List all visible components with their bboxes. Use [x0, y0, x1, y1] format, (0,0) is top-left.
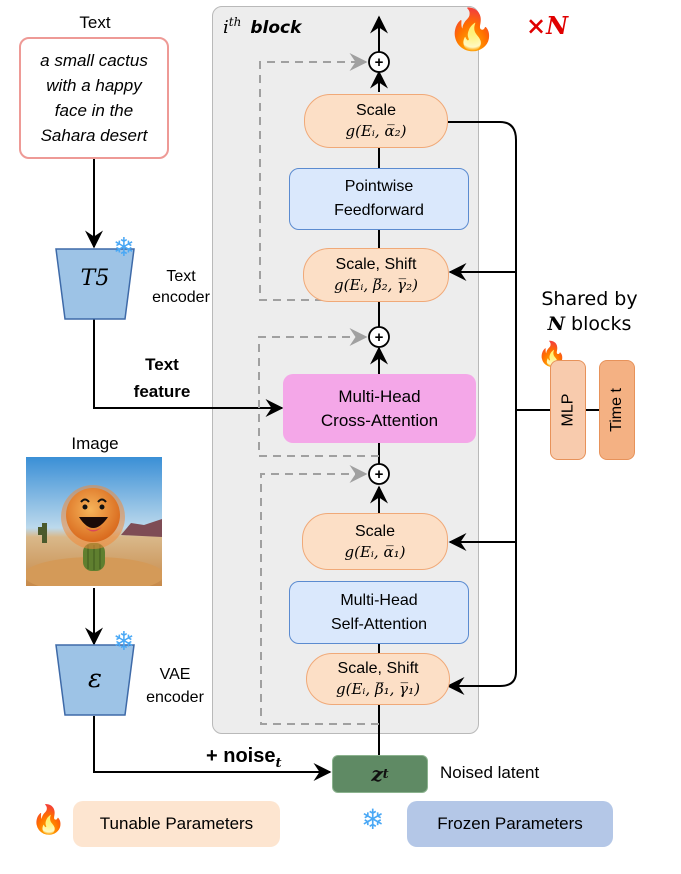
latent-sub: t	[382, 766, 389, 782]
block-repeat-label: ×N	[526, 11, 569, 40]
cross-attention-layer: Multi-Head Cross-Attention	[283, 374, 476, 443]
text-feature-line2: feature	[133, 382, 191, 401]
cross-attention-line2: Cross-Attention	[320, 410, 439, 430]
text-input-label: Text	[79, 13, 111, 32]
add-symbol: +	[375, 54, 384, 71]
noised-latent-caption: Noised latent	[440, 763, 540, 782]
legend-frozen-label: Frozen Parameters	[437, 814, 583, 833]
scale-2-title: Scale	[355, 102, 397, 119]
text-encoder-label-line2: encoder	[152, 289, 210, 306]
add-node-3	[368, 51, 390, 73]
scale-shift-1-formula: g(Eᵢ, β̅₁, γ̅₁)	[335, 680, 420, 698]
arrow-text-feature-to-cross-attn	[93, 312, 284, 417]
shared-label-line2: N blocks	[532, 312, 647, 337]
add-node-2	[368, 326, 390, 348]
scale-2-layer: Scale g(Eᵢ, α̅₂)	[304, 94, 448, 148]
conditioning-bus	[431, 113, 517, 695]
legend-tunable-label: Tunable Parameters	[99, 814, 254, 833]
latent-symbol: z	[371, 762, 383, 786]
t5-encoder-shape	[55, 248, 135, 320]
vae-encoder-shape	[55, 644, 135, 716]
vae-encoder-label-line2: encoder	[146, 689, 204, 706]
prompt-text: a small cactus with a happy face in the …	[40, 51, 148, 145]
self-attention-line1: Multi-Head	[340, 591, 418, 609]
shared-n: N	[547, 313, 565, 335]
prompt-text-box: a small cactus with a happy face in the …	[19, 37, 169, 159]
fire-icon: 🔥	[447, 8, 497, 52]
block-title-word: block	[250, 18, 302, 38]
self-attention-layer: Multi-Head Self-Attention	[289, 581, 469, 644]
image-input-label: Image	[71, 434, 119, 453]
text-feature-line1: Text	[145, 355, 179, 374]
block-title-sup: th	[228, 15, 242, 29]
shared-label-line1: Shared by	[541, 288, 638, 310]
residual-path-2	[258, 328, 379, 457]
text-feature-label: Text feature	[112, 351, 212, 405]
scale-shift-2-formula: g(Eᵢ, β̅₂, γ̅₂)	[333, 276, 418, 294]
cross-attention-line1: Multi-Head	[338, 386, 421, 406]
vae-encoder-label-line1: VAE	[159, 666, 191, 683]
arrow-vae-to-latent	[93, 716, 332, 781]
snowflake-icon: ❄	[113, 626, 135, 656]
scale-2-formula: g(Eᵢ, α̅₂)	[345, 122, 407, 140]
scale-shift-2-title: Scale, Shift	[335, 256, 417, 273]
scale-shift-1-title: Scale, Shift	[337, 660, 419, 677]
text-encoder-label-line1: Text	[166, 268, 196, 285]
self-attention-line2: Self-Attention	[330, 615, 428, 633]
vae-encoder-label: VAE encoder	[140, 663, 210, 709]
noise-sub: t	[275, 756, 282, 771]
block-title: ith block	[223, 15, 301, 39]
scale-shift-1-layer: Scale, Shift g(Eᵢ, β̅₁, γ̅₁)	[306, 653, 450, 705]
add-node-1	[368, 463, 390, 485]
scale-shift-2-layer: Scale, Shift g(Eᵢ, β̅₂, γ̅₂)	[303, 248, 449, 302]
mlp-label: MLP	[559, 393, 576, 427]
time-label: Time t	[608, 388, 626, 432]
shared-label: Shared by N blocks	[532, 287, 647, 337]
residual-path-1	[260, 465, 379, 725]
t5-symbol: T5	[80, 266, 110, 291]
text-encoder-label: Text encoder	[146, 266, 216, 308]
scale-1-title: Scale	[354, 522, 396, 540]
noise-label: + noiset	[206, 744, 282, 772]
feedforward-line2: Feedforward	[334, 202, 424, 219]
noise-text: + noise	[206, 745, 276, 767]
snowflake-icon: ❄	[113, 232, 135, 262]
vae-symbol: ε	[88, 664, 102, 694]
add-symbol: +	[375, 329, 384, 346]
time-box: Time t	[599, 360, 635, 460]
feedforward-layer: Pointwise Feedforward	[289, 168, 469, 230]
feedforward-line1: Pointwise	[344, 178, 414, 195]
snowflake-icon: ❄	[361, 804, 385, 835]
scale-1-formula: g(Eᵢ, α̅₁)	[344, 542, 406, 561]
fire-icon: 🔥	[31, 804, 66, 835]
shared-blocks-text: blocks	[565, 313, 632, 335]
input-image-cactus	[26, 457, 162, 586]
add-symbol: +	[375, 466, 384, 483]
legend-frozen: Frozen Parameters	[407, 801, 613, 847]
block-title-index: i	[223, 17, 229, 38]
scale-1-layer: Scale g(Eᵢ, α̅₁)	[302, 513, 448, 570]
legend-tunable: Tunable Parameters	[73, 801, 280, 847]
mlp-box: MLP	[550, 360, 586, 460]
